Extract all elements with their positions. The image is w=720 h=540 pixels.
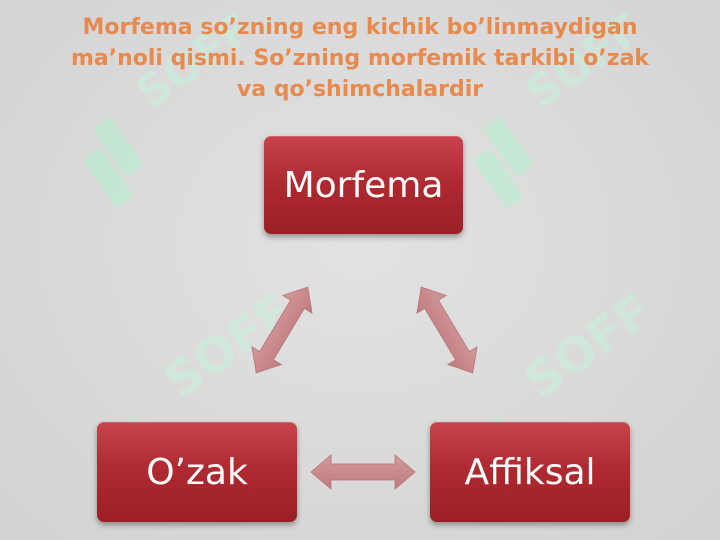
node-ozak: O’zak	[97, 422, 297, 522]
slide-title-line-1: Morfema so’zning eng kichik bo’linmaydig…	[82, 15, 638, 40]
node-affiksal: Affiksal	[430, 422, 630, 522]
slide-title: Morfema so’zning eng kichik bo’linmaydig…	[40, 12, 680, 105]
double-arrow-icon	[416, 286, 478, 374]
double-arrow-icon	[310, 454, 416, 490]
node-morfema: Morfema	[264, 136, 463, 234]
slide-title-line-2: ma’noli qismi. So’zning morfemik tarkibi…	[70, 46, 650, 71]
double-arrow-icon	[251, 286, 313, 374]
slide-title-line-3: va qo’shimchalardir	[236, 77, 484, 102]
